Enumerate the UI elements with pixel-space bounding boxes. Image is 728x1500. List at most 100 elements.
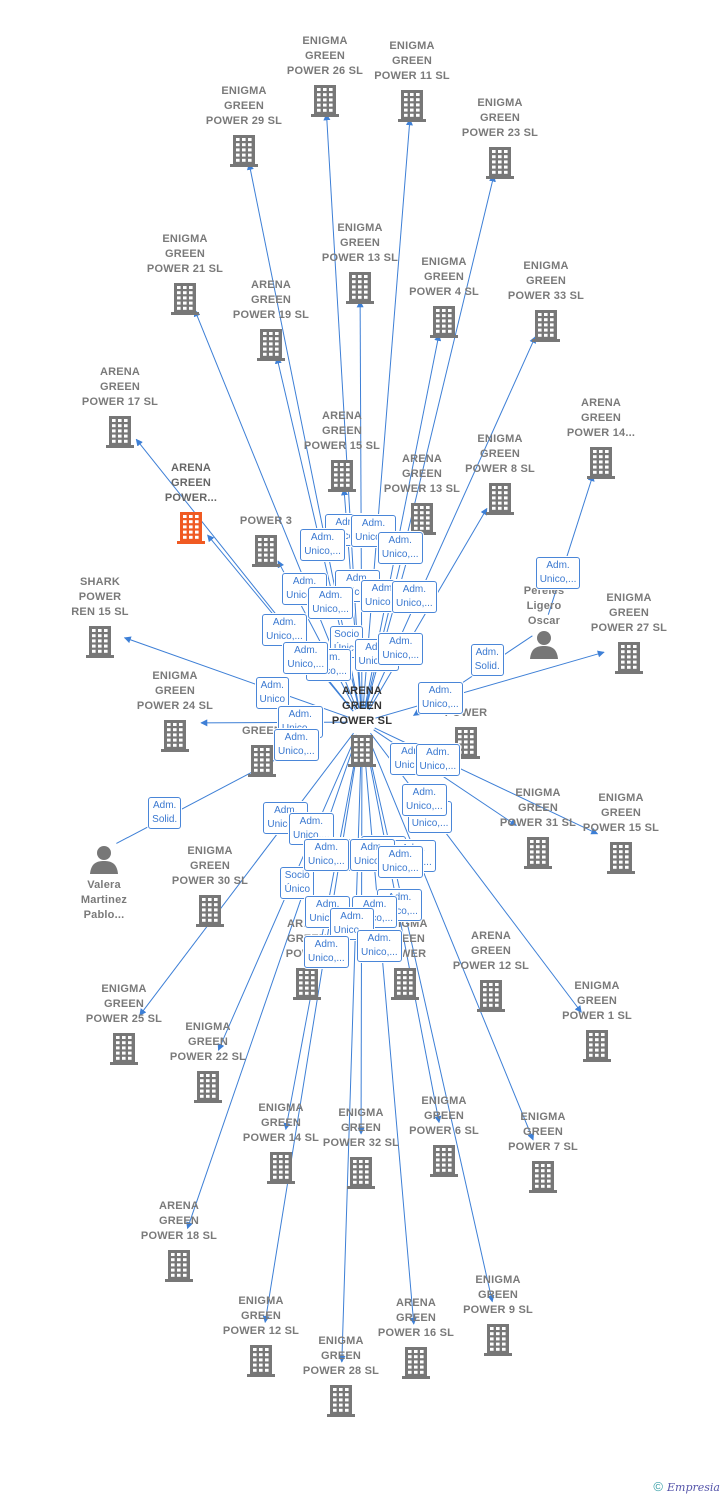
edge-label[interactable]: Adm.Unico,...	[378, 846, 423, 878]
building-icon	[529, 1161, 557, 1193]
node-label-line: SHARK	[79, 576, 121, 588]
node-label-line: ARENA	[99, 366, 141, 378]
node-label-line: GREEN	[580, 412, 622, 424]
edge-label-line: Unico,...	[422, 699, 459, 711]
edge-label-line: Adm.	[402, 584, 427, 596]
node-label-line: GREEN	[340, 1122, 382, 1134]
edge-label[interactable]: Adm.Unico,...	[262, 613, 307, 646]
node-label: POWER 3	[211, 484, 321, 529]
edge-label[interactable]: Adm.Unico,...	[377, 532, 423, 565]
edge-label-line: Unico,...	[292, 830, 330, 842]
node-label-line: ARENA	[158, 1200, 200, 1212]
edge-label-line: Unico,...	[358, 656, 396, 668]
node-ar3[interactable]: POWER 3	[211, 484, 321, 567]
node-label-line: GREEN	[240, 1310, 282, 1322]
edge-label-line: Adm.	[272, 616, 297, 628]
node-label-line: ENIGMA	[574, 980, 620, 992]
node-label-line: ENIGMA	[515, 787, 561, 799]
node-label-line: POWER 30 SL	[171, 875, 249, 887]
node-label-line: ENIGMA	[162, 233, 208, 245]
edge-label[interactable]: Adm.Unico,...	[392, 581, 437, 614]
building-icon	[398, 90, 426, 122]
edge-label[interactable]: Adm.Unico,...	[304, 936, 349, 968]
edge-label[interactable]: Adm.Unico,...	[378, 633, 424, 666]
edge-label[interactable]: Adm.Unico,...	[308, 587, 353, 620]
edge-line	[323, 113, 362, 709]
edge-label-line: Socio	[334, 629, 360, 641]
node-arleft[interactable]: GREEN	[207, 694, 317, 777]
building-icon	[477, 980, 505, 1012]
edge-label-line: Adm.	[360, 842, 385, 853]
brand-logo[interactable]: Empresia	[667, 1481, 720, 1494]
edge-label[interactable]: Adm.Unico,...	[300, 528, 345, 561]
edge-label-line: Adm.	[314, 842, 339, 853]
node-label-line: POWER 29 SL	[205, 115, 283, 127]
edge-label[interactable]: Adm.Unico,...	[415, 743, 461, 776]
edge-label[interactable]: Adm.Unico,...	[402, 784, 447, 816]
edge-label[interactable]: Adm.Unico,...	[274, 729, 319, 761]
edge-label[interactable]: Adm.Unico,...	[418, 682, 463, 715]
building-icon	[408, 503, 436, 535]
node-label-line: GREEN	[517, 802, 559, 814]
edge-label[interactable]: Adm.Unico,...	[283, 642, 329, 675]
edge-label[interactable]: Adm.Unico,...	[535, 556, 581, 589]
building-icon	[391, 968, 419, 1000]
node-label-line: GREEN	[423, 271, 465, 283]
edge-label[interactable]: Adm.Unico,...	[304, 839, 349, 871]
edge-label-line: Adm.	[316, 652, 341, 664]
edge-label[interactable]: Adm.Unico	[255, 677, 290, 710]
building-icon	[484, 1324, 512, 1356]
edge-label[interactable]: Adm.Solid.	[148, 797, 182, 830]
node-label-line: POWER 8 SL	[465, 463, 535, 475]
building-icon	[248, 745, 276, 777]
edge-label[interactable]: Adm.Unico,...	[351, 515, 396, 548]
edge-label[interactable]: Adm.Solid.	[470, 643, 504, 676]
edge-label[interactable]: Adm.Unico,...	[357, 930, 402, 962]
edge-line	[200, 719, 349, 727]
node-label-line: POWER 1 SL	[562, 1010, 632, 1022]
node-label-line: POWER 15 SL	[303, 440, 381, 452]
